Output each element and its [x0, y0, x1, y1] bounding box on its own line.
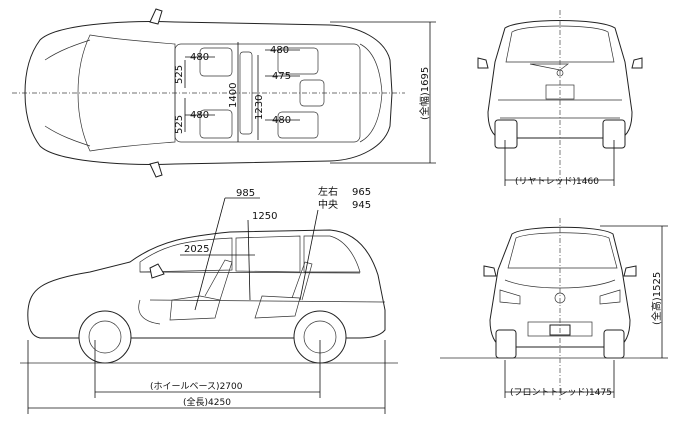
front-dim-lines	[504, 225, 668, 398]
front-tread-label: (フロントトレッド)1475	[510, 388, 612, 398]
length-dim-lines	[27, 340, 386, 414]
front-view-wheel-right	[603, 329, 625, 359]
top-view-mirror-right	[149, 161, 163, 178]
rear-view-body-outline	[487, 20, 633, 139]
rear-tread-dim-line	[504, 140, 615, 186]
rear-view-wiper	[529, 63, 570, 71]
dim-center-value: 945	[352, 200, 371, 211]
overall-height-label: (全高)1525	[650, 272, 663, 325]
dim-interior-width-2: 1230	[254, 95, 265, 120]
rear-tread-label: (リヤトレッド)1460	[515, 177, 599, 187]
wheelbase-label: (ホイールベース)2700	[150, 381, 243, 392]
top-view-dim-lines	[184, 42, 300, 142]
top-view-body-outline	[24, 21, 393, 165]
rear-view-wheel-left	[494, 119, 518, 149]
top-view-roof	[174, 43, 361, 143]
dim-985: 985	[236, 188, 255, 199]
dim-seat-rear-lower: 480	[272, 115, 291, 126]
dim-seat-gap-upper: 525	[174, 65, 185, 84]
dim-center-label: 中央	[318, 198, 338, 211]
dim-seat-rear-mid: 475	[272, 71, 291, 82]
side-view-seats	[138, 259, 313, 325]
top-view-windshield	[77, 34, 176, 152]
dim-seat-front-lower: 480	[190, 110, 209, 121]
front-view-wheel-left	[495, 329, 517, 359]
front-view-windshield	[507, 232, 618, 269]
top-view-hood-line	[44, 39, 91, 147]
overall-width-dim-line	[330, 21, 436, 164]
dim-lr-value: 965	[352, 187, 371, 198]
dim-interior-width-1: 1400	[228, 83, 239, 108]
dim-seat-gap-lower: 525	[174, 115, 185, 134]
side-view-mirror	[149, 263, 165, 279]
side-view-front-wheel	[78, 310, 132, 364]
side-view: 985 1250 2025 左右 965 中央 945 (ホイールベース)270…	[20, 185, 398, 414]
dim-1250: 1250	[252, 211, 277, 222]
side-view-dim-lines	[180, 197, 319, 311]
dim-seat-rear-upper: 480	[270, 45, 289, 56]
overall-width-label: (全幅)1695	[418, 67, 431, 120]
side-view-belt-lines	[139, 271, 386, 303]
front-view: (フロントトレッド)1475 (全高)1525	[440, 218, 668, 400]
rear-view: (リヤトレッド)1460	[477, 10, 643, 190]
front-view-headlights	[499, 289, 621, 305]
rear-view-mirror-left	[477, 57, 489, 69]
dim-lr-label: 左右	[318, 185, 338, 198]
top-view: 480 480 480 475 480 525 525 1400 1230 (全…	[12, 8, 436, 178]
rear-view-window	[505, 25, 615, 63]
overall-length-label: (全長)4250	[183, 396, 231, 408]
dim-seat-front-upper: 480	[190, 52, 209, 63]
front-view-mirror-right	[623, 265, 637, 277]
dim-2025: 2025	[184, 244, 209, 255]
rear-view-mirror-right	[631, 57, 643, 69]
front-view-mirror-left	[483, 265, 497, 277]
front-view-body-outline	[489, 226, 631, 348]
top-view-seats	[199, 47, 325, 139]
side-view-front-hub	[88, 320, 122, 354]
side-view-windows	[139, 235, 361, 273]
top-view-mirror-left	[149, 8, 163, 25]
top-view-rear-window	[359, 43, 383, 143]
